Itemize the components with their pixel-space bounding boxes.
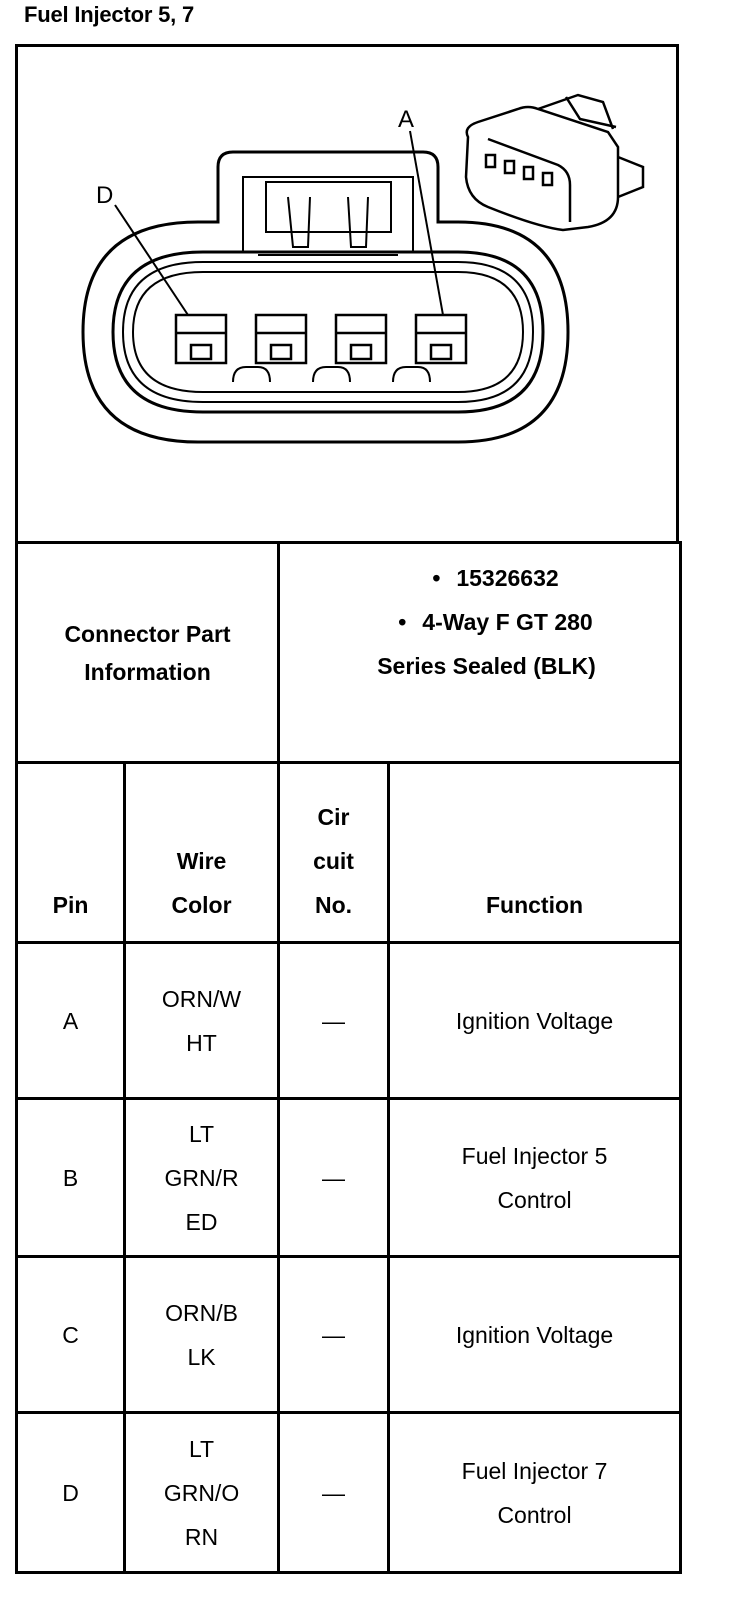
header-circuit-no: Cir cuit No. xyxy=(277,761,391,944)
wire-color-cell: ORN/B LK xyxy=(122,1255,281,1414)
function-cell: Fuel Injector 7 Control xyxy=(387,1411,683,1574)
connector-face-drawing: D A xyxy=(81,93,645,444)
header-pin: Pin xyxy=(15,761,126,944)
page-title: Fuel Injector 5, 7 xyxy=(24,2,195,27)
connector-inner-shell xyxy=(111,250,545,414)
pinout-table: Connector Part Information •15326632 •4-… xyxy=(14,541,683,1574)
function-cell: Ignition Voltage xyxy=(387,1255,683,1414)
table-row: D LT GRN/O RN — Fuel Injector 7 Control xyxy=(15,1411,683,1574)
function-cell: Fuel Injector 5 Control xyxy=(387,1097,683,1258)
connector-info-details: •15326632 •4-Way F GT 280 Series Sealed … xyxy=(277,541,683,764)
header-function: Function xyxy=(387,761,683,944)
connector-latch xyxy=(242,176,414,253)
header-wire-color: Wire Color xyxy=(122,761,281,944)
table-row: C ORN/B LK — Ignition Voltage xyxy=(15,1255,683,1414)
connector-3d-thumbnail xyxy=(464,93,645,232)
pin-cell: B xyxy=(15,1097,126,1258)
table-header-row: Pin Wire Color Cir cuit No. Function xyxy=(15,761,683,944)
pin-label-d: D xyxy=(96,182,113,209)
circuit-cell: — xyxy=(277,1411,391,1574)
pin-cell: A xyxy=(15,941,126,1100)
wire-color-cell: LT GRN/O RN xyxy=(122,1411,281,1574)
table-row: B LT GRN/R ED — Fuel Injector 5 Control xyxy=(15,1097,683,1258)
wire-color-cell: LT GRN/R ED xyxy=(122,1097,281,1258)
pin-cell: D xyxy=(15,1411,126,1574)
connector-info-label: Connector Part Information xyxy=(14,541,281,764)
pin-cell: C xyxy=(15,1255,126,1414)
connector-info-row: Connector Part Information •15326632 •4-… xyxy=(14,541,683,764)
circuit-cell: — xyxy=(277,1255,391,1414)
terminal-cavities xyxy=(174,313,468,365)
pin-label-a: A xyxy=(398,106,414,133)
leader-line-a xyxy=(409,130,444,316)
function-cell: Ignition Voltage xyxy=(387,941,683,1100)
connector-outer-shell xyxy=(81,150,570,444)
leader-line-d xyxy=(114,204,189,316)
table-row: A ORN/W HT — Ignition Voltage xyxy=(15,941,683,1100)
circuit-cell: — xyxy=(277,1097,391,1258)
wire-color-cell: ORN/W HT xyxy=(122,941,281,1100)
connector-diagram: D A xyxy=(15,44,679,541)
circuit-cell: — xyxy=(277,941,391,1100)
